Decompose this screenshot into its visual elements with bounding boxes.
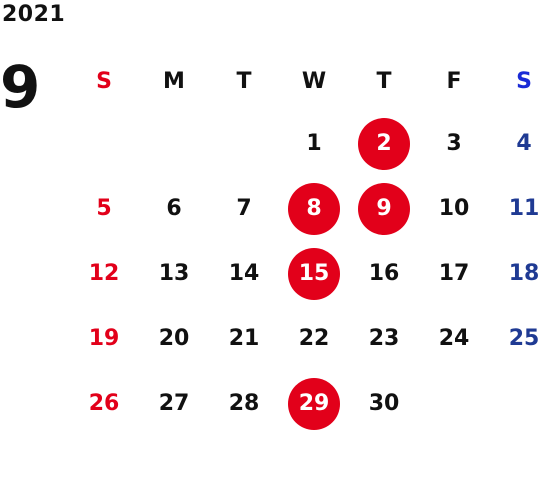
- day-cell-empty: [419, 371, 489, 436]
- highlighted-day-number: 15: [288, 247, 340, 300]
- day-number: 27: [158, 391, 190, 416]
- day-cell-empty: [139, 111, 209, 176]
- day-cell-empty: [489, 371, 548, 436]
- day-number: 14: [228, 261, 260, 286]
- day-cell[interactable]: 17: [419, 241, 489, 306]
- month-number: 9: [0, 53, 41, 121]
- day-cell[interactable]: 14: [209, 241, 279, 306]
- day-number: [428, 378, 480, 430]
- day-number: 5: [96, 196, 112, 221]
- day-number: 13: [158, 261, 190, 286]
- day-cell[interactable]: 20: [139, 306, 209, 371]
- day-number: 23: [368, 326, 400, 351]
- day-number: 25: [508, 326, 540, 351]
- day-number: 3: [446, 131, 462, 156]
- day-cell[interactable]: 18: [489, 241, 548, 306]
- weekday-header-friday: F: [446, 68, 462, 94]
- day-number: 7: [236, 196, 252, 221]
- day-number: 26: [88, 391, 120, 416]
- day-number: 24: [438, 326, 470, 351]
- day-cell[interactable]: 7: [209, 176, 279, 241]
- day-number: 30: [368, 391, 400, 416]
- day-cell[interactable]: 1: [279, 111, 349, 176]
- day-number: 28: [228, 391, 260, 416]
- day-cell[interactable]: 10: [419, 176, 489, 241]
- day-number: 12: [88, 261, 120, 286]
- day-cell[interactable]: 26: [69, 371, 139, 436]
- year-label: 2021: [2, 2, 66, 27]
- day-number: 19: [88, 326, 120, 351]
- day-number: 17: [438, 261, 470, 286]
- highlighted-day-number: 2: [358, 117, 410, 170]
- day-cell-empty: [69, 111, 139, 176]
- day-cell[interactable]: 8: [279, 176, 349, 241]
- day-number: 11: [508, 196, 540, 221]
- weekday-header-wednesday: W: [301, 68, 327, 94]
- highlighted-day-number: 29: [288, 377, 340, 430]
- day-cell[interactable]: 19: [69, 306, 139, 371]
- day-number: 20: [158, 326, 190, 351]
- weekday-header-thursday: T: [376, 68, 392, 94]
- day-cell-empty: [209, 111, 279, 176]
- day-cell[interactable]: 13: [139, 241, 209, 306]
- day-number: 16: [368, 261, 400, 286]
- day-cell[interactable]: 11: [489, 176, 548, 241]
- day-number: 6: [166, 196, 182, 221]
- day-number: 21: [228, 326, 260, 351]
- day-cell[interactable]: 23: [349, 306, 419, 371]
- weekday-header-monday: M: [163, 68, 185, 94]
- day-cell[interactable]: 21: [209, 306, 279, 371]
- weekday-header-sunday: S: [96, 68, 112, 94]
- day-cell[interactable]: 22: [279, 306, 349, 371]
- day-cell[interactable]: 25: [489, 306, 548, 371]
- day-cell[interactable]: 16: [349, 241, 419, 306]
- day-cell[interactable]: 3: [419, 111, 489, 176]
- day-cell[interactable]: 6: [139, 176, 209, 241]
- day-cell[interactable]: 29: [279, 371, 349, 436]
- highlighted-day-number: 9: [358, 182, 410, 235]
- day-number: [148, 118, 200, 170]
- day-cell[interactable]: 28: [209, 371, 279, 436]
- weekday-header-tuesday: T: [236, 68, 252, 94]
- day-cell[interactable]: 30: [349, 371, 419, 436]
- weekday-header-saturday: S: [516, 68, 532, 94]
- day-number: 10: [438, 196, 470, 221]
- day-number: 18: [508, 261, 540, 286]
- day-number: [498, 378, 548, 430]
- day-cell[interactable]: 24: [419, 306, 489, 371]
- day-cell[interactable]: 4: [489, 111, 548, 176]
- day-number: 4: [516, 131, 532, 156]
- day-cell[interactable]: 27: [139, 371, 209, 436]
- day-cell[interactable]: 2: [349, 111, 419, 176]
- day-number: 22: [298, 326, 330, 351]
- day-cell[interactable]: 12: [69, 241, 139, 306]
- day-number: [78, 118, 130, 170]
- day-cell[interactable]: 5: [69, 176, 139, 241]
- highlighted-day-number: 8: [288, 182, 340, 235]
- day-cell[interactable]: 15: [279, 241, 349, 306]
- day-number: 1: [306, 131, 322, 156]
- day-number: [218, 118, 270, 170]
- day-cell[interactable]: 9: [349, 176, 419, 241]
